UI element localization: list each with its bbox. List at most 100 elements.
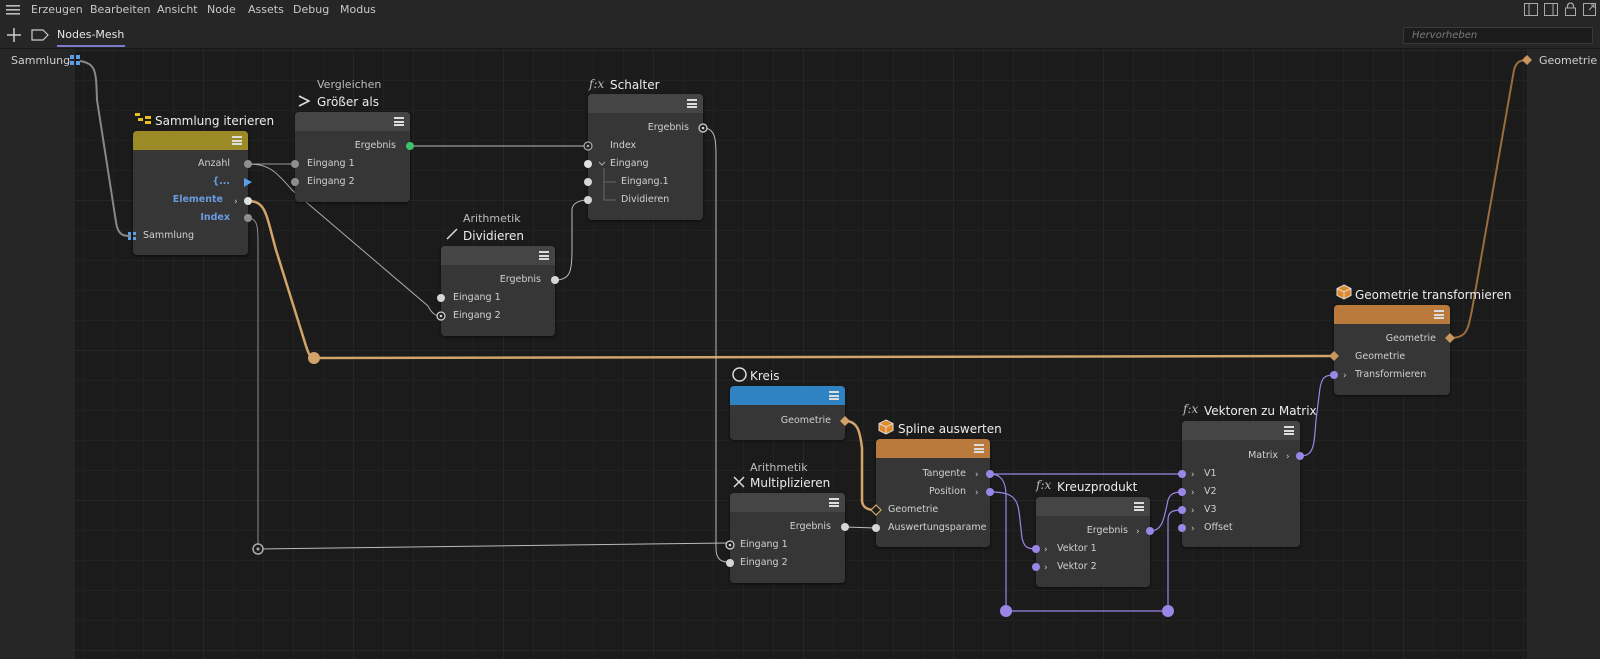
port-geometrie-out: Geometrie — [1385, 333, 1436, 344]
compare-category: Vergleichen — [317, 78, 382, 91]
out-geometrie-diamond — [840, 416, 850, 426]
out-placeholder-dot — [244, 178, 252, 187]
port-transformieren: Transformieren — [1355, 369, 1427, 380]
in-eingang1-dot — [437, 294, 445, 302]
in-vektor2-dot — [1032, 563, 1040, 571]
iterate-icon — [135, 113, 151, 124]
node-menu-icon[interactable] — [829, 391, 839, 400]
node-menu-icon[interactable] — [539, 251, 549, 260]
node-geometrie-transformieren[interactable]: Geometrie Geometrie Transformieren — [1334, 305, 1450, 395]
matrix-title: Vektoren zu Matrix — [1204, 404, 1317, 418]
menu-ansicht[interactable]: Ansicht — [157, 3, 198, 16]
in-geometrie-diamond — [870, 504, 882, 516]
svg-text:›: › — [1191, 524, 1195, 534]
node-menu-icon[interactable] — [232, 136, 242, 145]
reroute-vector-dot-2 — [1162, 605, 1174, 617]
port-matrix: Matrix — [1248, 450, 1278, 461]
node-kreuzprodukt[interactable]: Ergebnis Vektor 1 Vektor 2 — [1036, 497, 1150, 587]
menu-modus[interactable]: Modus — [340, 3, 376, 16]
transform-title: Geometrie transformieren — [1355, 288, 1512, 302]
node-menu-icon[interactable] — [687, 99, 697, 108]
port-eingang-2: Eingang 2 — [740, 557, 788, 568]
node-menu-icon[interactable] — [1284, 426, 1294, 435]
menu-erzeugen[interactable]: Erzeugen — [31, 3, 83, 16]
node-menu-icon[interactable] — [829, 498, 839, 507]
in-eingang2-dot — [726, 559, 734, 567]
out-position-dot — [986, 488, 994, 496]
svg-text:›: › — [1191, 506, 1195, 516]
port-index: Index — [200, 212, 230, 223]
iterate-title: Sammlung iterieren — [155, 114, 275, 128]
tag-icon[interactable] — [31, 29, 49, 41]
multiply-icon — [733, 476, 745, 488]
multiply-header — [730, 493, 845, 512]
port-ergebnis: Ergebnis — [789, 521, 831, 532]
reroute-vector-dot-1 — [1000, 605, 1012, 617]
in-sammlung-icon — [128, 232, 131, 235]
out-anzahl-dot — [244, 160, 252, 168]
node-menu-icon[interactable] — [974, 444, 984, 453]
node-dividieren[interactable]: Ergebnis Eingang 1 Eingang 2 — [441, 246, 555, 336]
fx-icon: f:x — [1183, 402, 1199, 416]
port-elemente: Elemente — [172, 194, 223, 205]
divide-category: Arithmetik — [463, 212, 521, 225]
reroute-geometry-dot — [308, 352, 320, 364]
wire-matrix-transform — [1299, 374, 1335, 457]
lock-icon[interactable] — [1565, 2, 1576, 16]
cross-header — [1036, 497, 1150, 516]
svg-text:›: › — [975, 470, 979, 480]
node-vektoren-zu-matrix[interactable]: Matrix V1 V2 V3 Offset — [1182, 421, 1300, 547]
add-icon[interactable] — [7, 28, 21, 42]
hamburger-icon[interactable] — [6, 5, 20, 15]
svg-text:›: › — [1286, 452, 1290, 462]
tab-active-indicator — [57, 45, 125, 47]
in-eingang-dot — [584, 160, 592, 168]
node-menu-icon[interactable] — [394, 117, 404, 126]
node-spline-auswerten[interactable]: Tangente Position Geometrie Auswertungsp… — [876, 439, 990, 547]
tab-nodes-mesh[interactable]: Nodes-Mesh — [57, 28, 125, 41]
search-input[interactable]: Hervorheben — [1403, 27, 1593, 44]
out-elemente-dot — [244, 197, 252, 205]
node-kreis[interactable]: Geometrie — [730, 386, 845, 440]
in-v1-dot — [1178, 470, 1186, 478]
port-ergebnis: Ergebnis — [354, 140, 396, 151]
menu-debug[interactable]: Debug — [293, 3, 330, 16]
port-index: Index — [610, 140, 637, 151]
menu-bearbeiten[interactable]: Bearbeiten — [90, 3, 151, 16]
port-eingang-2: Eingang 2 — [307, 176, 355, 187]
wire-geometrie-output — [1449, 59, 1528, 339]
node-sammlung-iterieren[interactable]: Anzahl {... Elemente Index Sammlung — [133, 131, 248, 255]
multiply-title: Multiplizieren — [750, 476, 831, 490]
multiply-category: Arithmetik — [750, 461, 808, 474]
expand-icon[interactable] — [1583, 3, 1596, 16]
node-menu-icon[interactable] — [1134, 502, 1144, 511]
port-v2: V2 — [1204, 486, 1217, 497]
menubar: Erzeugen Bearbeiten Ansicht Node Assets … — [0, 0, 1600, 20]
port-vektor-2: Vektor 2 — [1057, 561, 1097, 572]
node-groesser-als[interactable]: Ergebnis Eingang 1 Eingang 2 — [295, 112, 410, 202]
port-ergebnis: Ergebnis — [647, 122, 689, 133]
node-menu-icon[interactable] — [1434, 310, 1444, 319]
menu-assets[interactable]: Assets — [248, 3, 284, 16]
svg-text:›: › — [1191, 488, 1195, 498]
in-dividieren-dot — [584, 196, 592, 204]
node-schalter[interactable]: Ergebnis Index Eingang Eingang.1 Dividie… — [588, 94, 703, 220]
compare-title: Größer als — [317, 95, 379, 109]
port-position: Position — [929, 486, 966, 497]
menu-node[interactable]: Node — [207, 3, 236, 16]
in-geometrie-diamond — [1329, 351, 1339, 361]
layout-left-icon[interactable] — [1524, 3, 1538, 16]
port-sammlung: Sammlung — [143, 230, 195, 241]
in-eingang1-dot — [291, 160, 299, 168]
inputs-panel — [0, 49, 75, 659]
switch-title: Schalter — [610, 78, 660, 92]
wire-reroute-multiply — [257, 542, 729, 550]
layout-right-icon[interactable] — [1544, 3, 1558, 16]
port-geometrie-in: Geometrie — [1355, 351, 1406, 362]
node-multiplizieren[interactable]: Ergebnis Eingang 1 Eingang 2 — [730, 493, 845, 583]
